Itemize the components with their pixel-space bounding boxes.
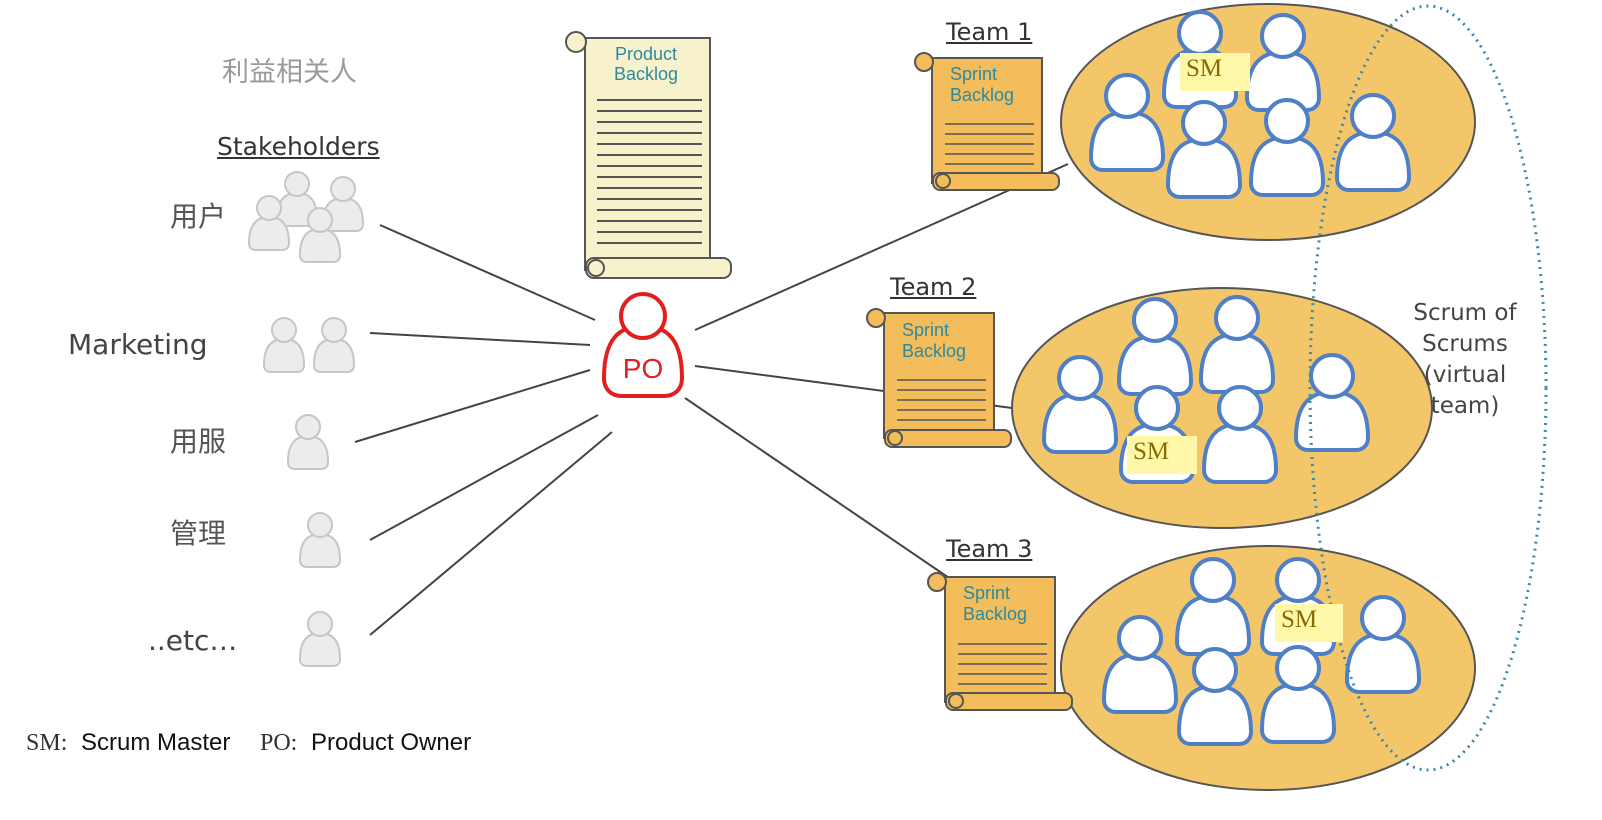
- stakeholder-label-users: 用户: [170, 200, 227, 233]
- legend: SM: Scrum Master PO: Product Owner: [26, 728, 471, 757]
- scrum-of-scrums-line1: Scrum of: [1413, 300, 1517, 326]
- stakeholder-icons: [248, 171, 364, 667]
- team1-sprint-backlog: Sprint Backlog: [914, 52, 1060, 191]
- management-person-icon: [299, 512, 341, 568]
- stakeholders-cn-title: 利益相关人: [222, 57, 357, 88]
- line-team1: [694, 163, 1069, 331]
- scrum-of-scrums-label: Scrum of Scrums (virtual team): [1402, 298, 1528, 422]
- legend-po-key: PO:: [260, 730, 298, 756]
- product-backlog-line1: Product: [615, 44, 677, 64]
- stakeholder-label-management: 管理: [170, 517, 227, 550]
- team1-backlog-line1: Sprint: [950, 64, 997, 84]
- scrum-of-scrums-line2: Scrums: [1422, 331, 1508, 357]
- line-marketing: [369, 332, 591, 346]
- team1-title: Team 1: [946, 18, 1033, 46]
- team3-sprint-backlog: Sprint Backlog: [927, 572, 1073, 711]
- team3-sm-badge: SM: [1275, 604, 1343, 642]
- scrum-of-scrums-line4: team): [1430, 393, 1500, 419]
- marketing-group-icon: [263, 317, 355, 373]
- team3-title: Team 3: [946, 535, 1033, 563]
- po-label: PO: [623, 353, 663, 384]
- scrum-of-scrums-ellipse: [1308, 4, 1548, 772]
- legend-sm-value: Scrum Master: [81, 729, 231, 756]
- team3-backlog-line1: Sprint: [963, 583, 1010, 603]
- line-management: [369, 414, 599, 541]
- users-group-icon: [248, 171, 364, 263]
- legend-po-value: Product Owner: [311, 729, 472, 756]
- team2-sm-badge: SM: [1127, 436, 1197, 474]
- team2-backlog-line1: Sprint: [902, 320, 949, 340]
- product-owner-icon: PO: [601, 292, 685, 398]
- stakeholder-label-marketing: Marketing: [68, 328, 208, 361]
- etc-person-icon: [299, 611, 341, 667]
- line-users: [379, 224, 596, 321]
- team2-title: Team 2: [890, 273, 977, 301]
- team1-backlog-line2: Backlog: [950, 85, 1014, 105]
- stakeholder-label-service: 用服: [170, 425, 227, 458]
- legend-sm-key: SM:: [26, 730, 68, 756]
- connector-lines: [354, 163, 1069, 636]
- team1-sm-badge: SM: [1180, 53, 1250, 91]
- product-backlog-scroll: Product Backlog: [565, 31, 732, 279]
- stakeholders-title: Stakeholders: [217, 132, 380, 161]
- stakeholder-label-etc: ..etc…: [148, 624, 238, 657]
- line-service: [354, 369, 591, 443]
- product-backlog-line2: Backlog: [614, 64, 678, 84]
- scrum-of-scrums-line3: (virtual: [1423, 362, 1507, 388]
- team2-backlog-line2: Backlog: [902, 341, 966, 361]
- line-etc: [369, 431, 613, 636]
- team2-sprint-backlog: Sprint Backlog: [866, 308, 1012, 448]
- service-person-icon: [287, 414, 329, 470]
- line-team3: [684, 397, 953, 581]
- team3-backlog-line2: Backlog: [963, 604, 1027, 624]
